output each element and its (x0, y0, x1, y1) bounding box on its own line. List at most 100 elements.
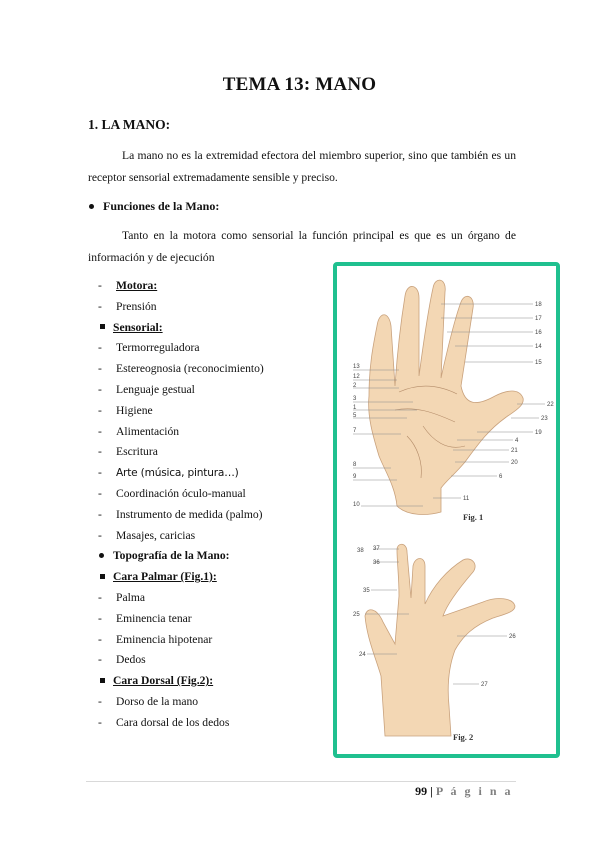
list-item: -Arte (música, pintura…) (98, 463, 264, 484)
fig1-number: 5 (353, 413, 357, 419)
list-item-text: Lenguaje gestual (116, 382, 195, 396)
list-item-text: Alimentación (116, 424, 180, 438)
fig1-number: 9 (353, 474, 357, 480)
fig2-number: 24 (359, 652, 366, 658)
intro-paragraph: La mano no es la extremidad efectora del… (88, 145, 516, 189)
fig2-number-labels: 38 37 36 35 25 24 26 27 (353, 546, 516, 688)
fig1-number: 3 (353, 396, 357, 402)
list-item: -Termorreguladora (98, 338, 264, 359)
dash-marker: - (98, 486, 102, 500)
fig1-number: 8 (353, 462, 357, 468)
list-item-text: Cara dorsal de los dedos (116, 715, 230, 729)
fig1-number: 10 (353, 502, 360, 508)
list-item-text: Topografía de la Mano: (113, 549, 230, 563)
dash-marker: - (98, 382, 102, 396)
square-bullet-icon (100, 677, 105, 683)
page-title: TEMA 13: MANO (222, 74, 377, 95)
list-item-text: Cara Palmar (Fig.1): (113, 570, 217, 584)
fig1-number: 11 (463, 496, 470, 502)
fig1-number: 12 (353, 374, 360, 380)
square-bullet-icon (100, 324, 105, 330)
list-item: Topografía de la Mano: (98, 546, 264, 567)
intro-text: La mano no es la extremidad efectora del… (88, 149, 516, 184)
fig1-number: 15 (535, 360, 542, 366)
fig2-number: 25 (353, 612, 360, 618)
list-item-text: Masajes, caricias (116, 528, 196, 542)
funciones-heading-text: Funciones de la Mano: (103, 199, 220, 213)
fig2-number: 38 (357, 548, 364, 554)
funciones-paragraph: Tanto en la motora como sensorial la fun… (88, 225, 516, 269)
list-item-text: Higiene (116, 403, 153, 417)
list-item-text: Cara Dorsal (Fig.2): (113, 674, 214, 688)
fig1-label: Fig. 1 (463, 512, 483, 522)
fig1-number: 17 (535, 316, 542, 322)
list-item: -Coordinación óculo-manual (98, 484, 264, 505)
fig1-number: 13 (353, 364, 360, 370)
dash-marker: - (98, 528, 102, 542)
funciones-heading: Funciones de la Mano: (88, 199, 219, 214)
list-item-text: Termorreguladora (116, 341, 200, 355)
list-item: -Dedos (98, 650, 264, 671)
list-item: -Palma (98, 588, 264, 609)
footer-divider (86, 781, 516, 782)
page-number: 99 (415, 784, 428, 798)
list-item: -Instrumento de medida (palmo) (98, 505, 264, 526)
list-item-text: Arte (música, pintura…) (116, 467, 239, 480)
fig1-number: 22 (547, 402, 554, 408)
fig2-label: Fig. 2 (453, 732, 473, 742)
palm-hand-drawing (368, 279, 524, 515)
list-item: -Masajes, caricias (98, 526, 264, 547)
list-item: -Dorso de la mano (98, 692, 264, 713)
footer-separator: | (430, 784, 433, 798)
fig1-number: 18 (535, 302, 542, 308)
hand-illustration: 18 17 16 14 15 22 23 19 4 21 20 6 11 13 … (353, 279, 554, 742)
dash-marker: - (98, 507, 102, 521)
list-item-text: Motora: (116, 279, 158, 292)
dash-marker: - (98, 299, 102, 313)
fig2-number: 27 (481, 682, 488, 688)
list-item-text: Eminencia tenar (116, 611, 192, 625)
fig2-number: 36 (373, 560, 380, 566)
list-item-text: Coordinación óculo-manual (116, 486, 246, 500)
fig1-number: 14 (535, 344, 542, 350)
list-item-text: Eminencia hipotenar (116, 632, 213, 646)
list-item: -Prensión (98, 297, 264, 318)
fig1-number: 19 (535, 430, 542, 436)
list-item-text: Instrumento de medida (palmo) (116, 507, 263, 521)
fig1-number: 4 (515, 438, 519, 444)
list-item: -Higiene (98, 401, 264, 422)
list-item: -Escritura (98, 442, 264, 463)
dash-marker: - (98, 424, 102, 438)
list-item: -Alimentación (98, 422, 264, 443)
funciones-text: Tanto en la motora como sensorial la fun… (88, 229, 516, 264)
fig1-number: 16 (535, 330, 542, 336)
page-footer: 99 | P á g i n a (415, 784, 513, 799)
dash-marker: - (98, 590, 102, 604)
list-item: -Cara dorsal de los dedos (98, 713, 264, 734)
list-item-text: Palma (116, 590, 145, 604)
section-heading: 1. LA MANO: (88, 117, 171, 132)
fig2-number: 35 (363, 588, 370, 594)
list-item: Cara Dorsal (Fig.2): (98, 671, 264, 692)
fig2-number: 37 (373, 546, 380, 552)
dash-marker: - (98, 694, 102, 708)
dash-marker: - (98, 632, 102, 646)
fig1-number-labels: 18 17 16 14 15 22 23 19 4 21 20 6 11 13 … (353, 302, 554, 508)
list-item: -Lenguaje gestual (98, 380, 264, 401)
list-item: -Estereognosia (reconocimiento) (98, 359, 264, 380)
fig1-number: 7 (353, 428, 357, 434)
list-item: Cara Palmar (Fig.1): (98, 567, 264, 588)
list-item-text: Prensión (116, 299, 157, 313)
square-bullet-icon (100, 574, 105, 579)
dash-marker: - (98, 653, 102, 667)
dorsal-hand-drawing (364, 543, 516, 737)
list-item-text: Sensorial: (113, 320, 163, 334)
fig1-number: 21 (511, 448, 518, 454)
list-item: -Eminencia tenar (98, 609, 264, 630)
fig1-number: 20 (511, 460, 518, 466)
dash-marker: - (98, 445, 102, 459)
list-item-text: Estereognosia (reconocimiento) (116, 362, 264, 376)
list-item-text: Escritura (116, 445, 158, 459)
dash-marker: - (98, 611, 102, 625)
